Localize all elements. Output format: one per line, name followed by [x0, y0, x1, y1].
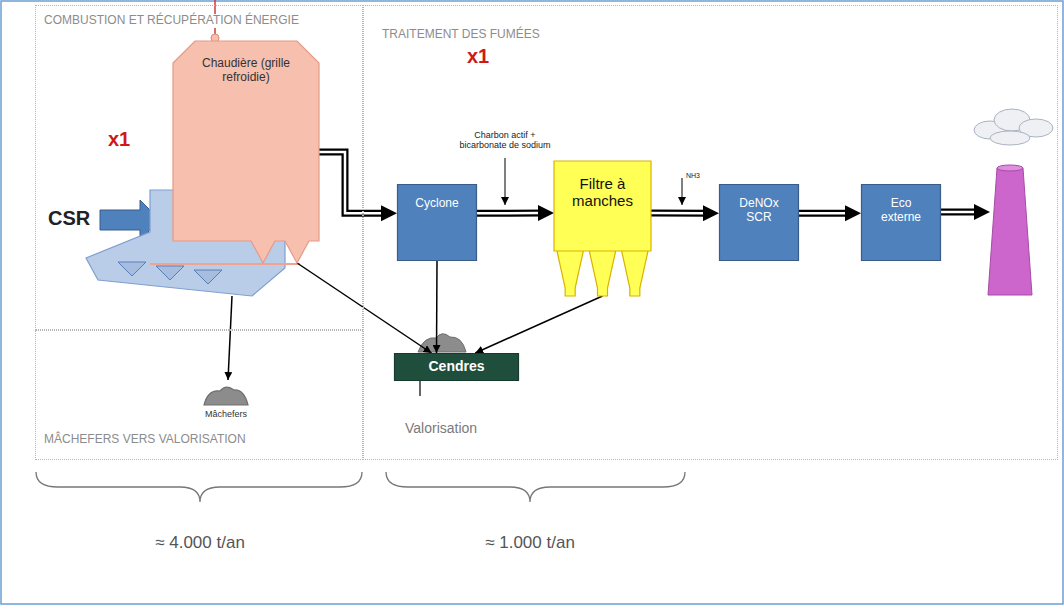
ammonia-arrow	[682, 178, 683, 205]
boiler-base	[150, 263, 300, 265]
bottom-ash: Mâchefers	[193, 384, 259, 424]
duct-outline	[799, 210, 853, 217]
reagent-arrow	[505, 158, 506, 205]
smoke	[974, 109, 1053, 145]
duct-inner	[477, 212, 538, 215]
process-box: DeNOx SCR	[719, 184, 799, 261]
process-box-shape	[862, 185, 941, 261]
ash-line	[475, 296, 602, 353]
process-box-outline	[397, 184, 477, 261]
node-label: Cendres	[428, 358, 484, 374]
duct-outline	[319, 152, 389, 213]
ash-box-shape	[395, 354, 519, 381]
ash-line	[297, 263, 431, 353]
quantity: ≈ 1.000 t/an	[450, 534, 610, 553]
reagent-label: NH3	[686, 172, 700, 180]
ash-flow-arrow	[297, 263, 431, 353]
ash-box: Cendres	[394, 353, 519, 381]
node-label: Mâchefers	[205, 409, 247, 419]
flue-duct	[940, 209, 982, 216]
grate-steps	[118, 262, 222, 284]
process-box: Cyclone	[397, 184, 477, 261]
region-heading: TRAITEMENT DES FUMÉES	[382, 28, 540, 42]
region-heading: MÂCHEFERS VERS VALORISATION	[44, 433, 246, 447]
boiler-shape	[173, 41, 319, 263]
reagent-label: Charbon actif + bicarbonate de sodium	[452, 131, 558, 151]
boiler: Chaudière (grille refroidie)	[173, 41, 319, 263]
node-label: Chaudière (grille refroidie)	[190, 57, 302, 85]
brace	[36, 472, 362, 502]
bag-filter-shape	[554, 161, 651, 296]
process-box-shape	[398, 185, 477, 261]
stack-top	[997, 165, 1023, 171]
zone-region: TRAITEMENT DES FUMÉES Cyclone Filtre à man…	[363, 5, 1058, 460]
process-box: Eco externe	[861, 184, 941, 261]
node-label: Filtre à manches	[563, 175, 643, 210]
bag-filter: Filtre à manches	[554, 161, 651, 296]
duct-inner	[651, 212, 703, 215]
duct-inner	[319, 152, 381, 213]
zone-region: COMBUSTION ET RÉCUPÉRATION ÉNERGIE Chaudi…	[35, 5, 363, 330]
node-label: Cyclone	[415, 197, 458, 211]
flue-gas-duct	[799, 213, 853, 214]
stack	[988, 168, 1032, 295]
region-heading: COMBUSTION ET RÉCUPÉRATION ÉNERGIE	[42, 14, 301, 28]
node-label: DeNOx SCR	[734, 197, 784, 225]
duct-inner	[799, 212, 845, 215]
node-label: Eco externe	[876, 197, 926, 225]
process-box-shape	[720, 185, 799, 261]
flue-gas-duct	[319, 152, 389, 213]
bottom-ash-shape	[204, 387, 248, 405]
duct-outline	[477, 210, 546, 217]
ash-flow-arrow	[436, 261, 438, 353]
brace	[386, 472, 685, 502]
flue-gas-duct	[651, 212, 711, 213]
quantity: ≈ 4.000 t/an	[120, 534, 280, 553]
multiplier: x1	[467, 45, 489, 67]
ash-flow-arrow	[475, 296, 602, 353]
flue-gas-duct	[477, 213, 546, 214]
zone-region: MÂCHEFERS VERS VALORISATION Mâchefers	[35, 330, 363, 460]
valorisation-tick	[419, 381, 421, 396]
ash-line	[436, 261, 438, 353]
flue-duct-inner	[940, 211, 974, 214]
fuel-label: CSR	[48, 207, 90, 229]
multiplier: x1	[108, 128, 130, 150]
bottom-ash-arrow	[228, 296, 232, 380]
outlet-label: Valorisation	[405, 421, 477, 436]
duct-outline	[651, 209, 711, 216]
